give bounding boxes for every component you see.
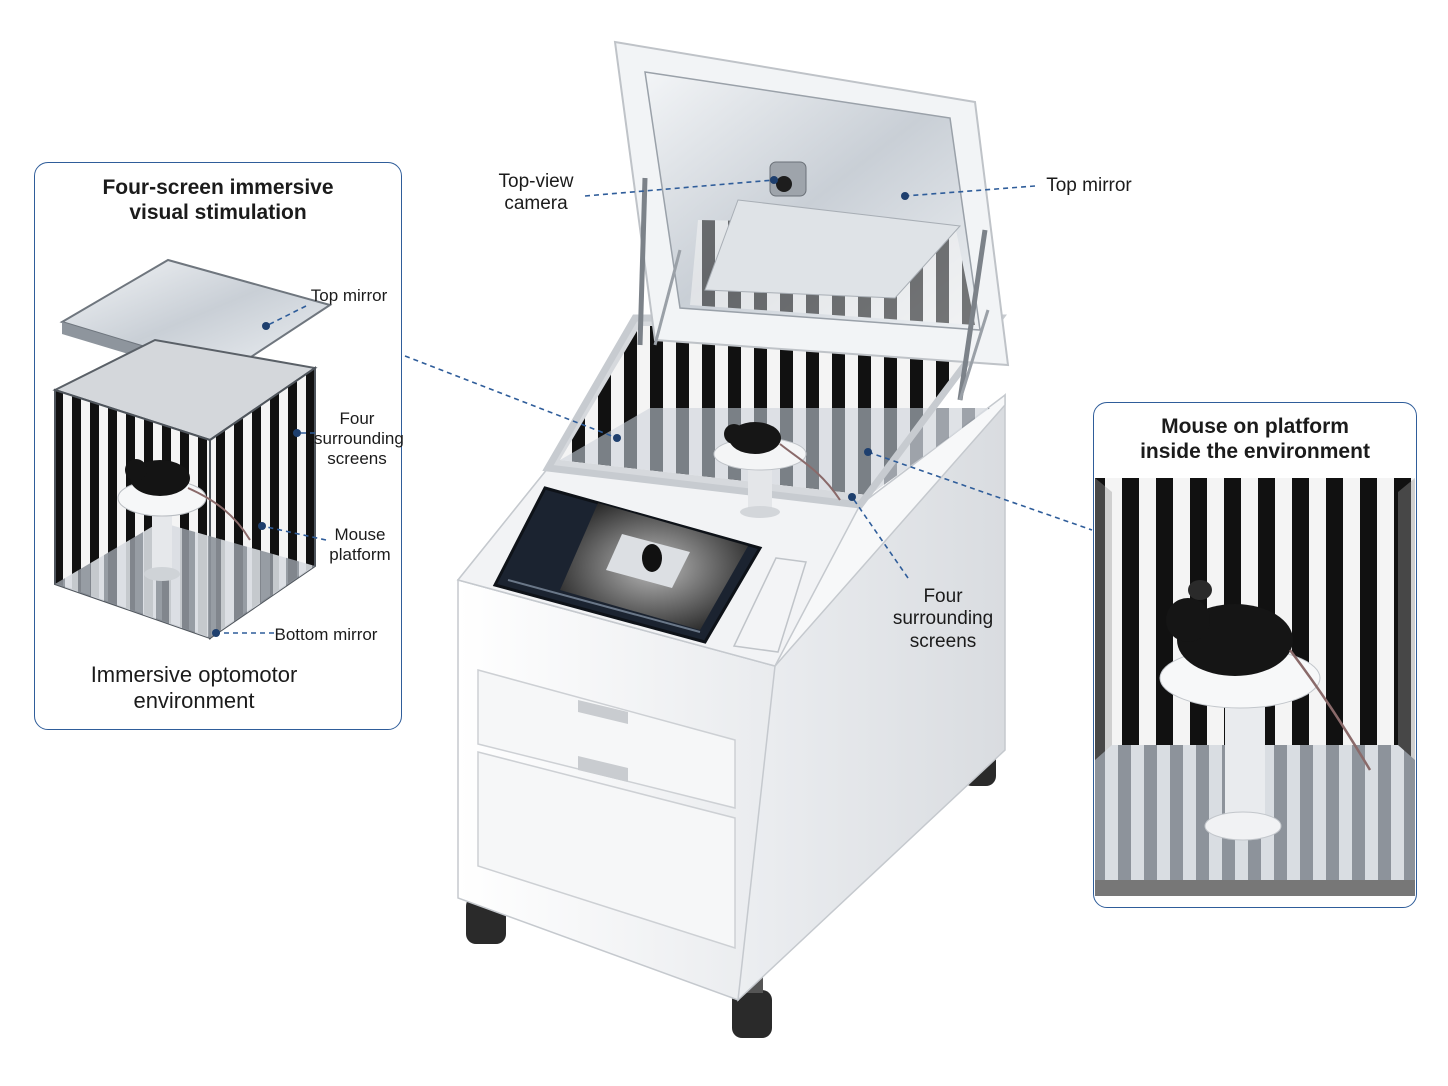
left-panel-enclosure <box>52 258 333 640</box>
chamber-mouse-platform <box>713 422 841 518</box>
cabinet-drawers <box>477 669 736 950</box>
open-lid <box>613 40 1010 367</box>
left-top-mirror-label: Top mirror <box>310 286 388 305</box>
main-screens-label: Four surrounding screens <box>892 586 994 652</box>
left-screens-label: Four surrounding screens <box>314 409 404 469</box>
left-detail-panel <box>34 162 402 730</box>
right-panel-title: Mouse on platform inside the environment <box>1140 415 1370 463</box>
left-bottom-mirror-label: Bottom mirror <box>274 625 378 644</box>
leader-dots <box>212 176 909 637</box>
top-view-camera-label: Top-view camera <box>498 171 574 215</box>
right-detail-panel <box>1093 402 1417 908</box>
right-panel-environment <box>1095 478 1415 896</box>
touchscreen-monitor <box>492 486 763 644</box>
left-platform-label: Mouse platform <box>329 525 391 565</box>
left-panel-title: Four-screen immersive visual stimulation <box>102 176 334 224</box>
leader-lines <box>216 179 1093 634</box>
main-top-mirror-label: Top mirror <box>1046 175 1132 196</box>
side-handle <box>732 557 807 653</box>
left-panel-caption: Immersive optomotor environment <box>90 662 298 713</box>
